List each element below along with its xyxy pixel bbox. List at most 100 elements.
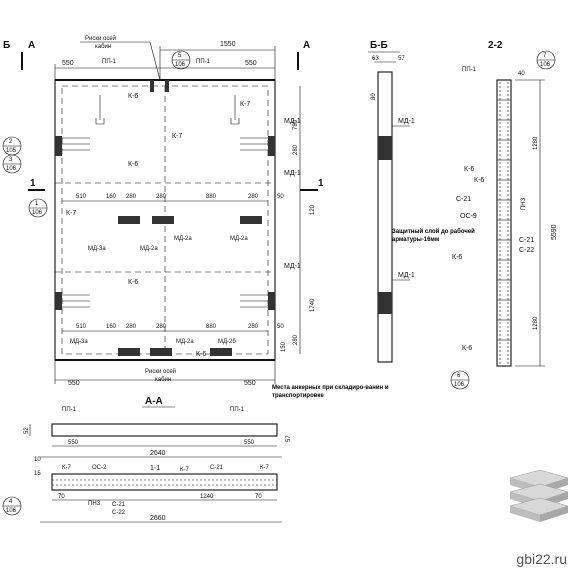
embed-left-bottom xyxy=(55,292,62,310)
svg-text:57: 57 xyxy=(286,435,292,442)
svg-text:280: 280 xyxy=(248,194,259,200)
svg-text:7: 7 xyxy=(543,53,547,59)
label-pp1-right: ПП-1 xyxy=(196,59,211,65)
svg-text:5590: 5590 xyxy=(551,224,558,240)
label-md2a-4: МД-2а xyxy=(176,339,194,345)
label-kabin: кабин xyxy=(95,44,111,50)
svg-text:1240: 1240 xyxy=(200,494,214,500)
dim-550-right: 550 xyxy=(245,60,257,67)
section-mark-b: Б xyxy=(3,40,10,51)
svg-text:160: 160 xyxy=(106,324,117,330)
svg-text:ПП-1: ПП-1 xyxy=(62,407,77,413)
svg-text:63: 63 xyxy=(372,56,379,62)
watermark-text: gbi22.ru xyxy=(516,551,567,567)
svg-text:106: 106 xyxy=(6,166,17,172)
label-k7-center: К-7 xyxy=(172,133,182,140)
section-aa-title: А-А xyxy=(145,396,163,407)
right-dims: 780 280 120 1740 280 150 xyxy=(281,119,316,352)
svg-text:510: 510 xyxy=(76,324,87,330)
svg-text:50: 50 xyxy=(277,194,284,200)
svg-text:6: 6 xyxy=(457,373,461,379)
svg-text:70: 70 xyxy=(255,494,262,500)
svg-text:780: 780 xyxy=(293,119,299,130)
svg-text:80: 80 xyxy=(371,93,377,100)
section-mark-1-right: 1 xyxy=(318,178,324,189)
svg-text:50: 50 xyxy=(277,324,284,330)
svg-text:ПНЗ: ПНЗ xyxy=(521,197,527,210)
svg-text:С-21: С-21 xyxy=(456,196,471,203)
callout-7-106: 7 106 xyxy=(536,50,556,70)
svg-text:280: 280 xyxy=(248,324,259,330)
svg-text:ПП-1: ПП-1 xyxy=(462,67,477,73)
svg-text:ОС-2: ОС-2 xyxy=(92,465,107,471)
svg-text:106: 106 xyxy=(454,382,465,388)
svg-text:4: 4 xyxy=(9,499,13,505)
svg-text:К-6: К-6 xyxy=(462,345,472,352)
svg-text:280: 280 xyxy=(126,194,137,200)
md2-plate-1 xyxy=(118,216,140,224)
svg-text:280: 280 xyxy=(126,324,137,330)
label-k6-top: К-6 xyxy=(128,93,138,100)
svg-text:2660: 2660 xyxy=(150,515,166,522)
section-mark-1-left: 1 xyxy=(30,178,36,189)
svg-text:К-7: К-7 xyxy=(180,467,189,473)
embed-right-top xyxy=(268,136,275,156)
svg-text:70: 70 xyxy=(58,494,65,500)
svg-text:106: 106 xyxy=(32,210,43,216)
label-pp1-left: ПП-1 xyxy=(102,59,117,65)
svg-text:1: 1 xyxy=(35,201,39,207)
svg-text:К-6: К-6 xyxy=(474,177,484,184)
section-11: 1-1 4 106 К-7 ОС-2 К-7 С-21 К-7 ПНЗ С-21… xyxy=(2,457,282,523)
dim-550-bottom-right: 550 xyxy=(244,380,256,387)
svg-text:С-22: С-22 xyxy=(112,510,126,516)
svg-text:280: 280 xyxy=(293,334,299,345)
svg-text:К-6: К-6 xyxy=(452,254,462,261)
section-bb-title: Б-Б xyxy=(370,40,388,51)
svg-text:550: 550 xyxy=(244,440,255,446)
callout-6-106: 6 106 xyxy=(450,370,470,390)
svg-text:К-7: К-7 xyxy=(260,465,269,471)
svg-text:160: 160 xyxy=(106,194,117,200)
label-md3a-1: МД-3а xyxy=(88,246,106,252)
label-bb-md1-top: МД-1 xyxy=(398,118,415,125)
section-mark-a-left: А xyxy=(28,40,35,51)
dim-550-bottom-left: 550 xyxy=(68,380,80,387)
svg-text:ОС-9: ОС-9 xyxy=(460,213,477,220)
md2-plate-4 xyxy=(118,348,140,356)
svg-text:510: 510 xyxy=(76,194,87,200)
dim-1550: 1550 xyxy=(220,41,236,48)
label-md1-low: МД-1 xyxy=(284,263,301,270)
svg-text:С-21: С-21 xyxy=(519,237,534,244)
callout-2-105: 2 105 xyxy=(2,136,22,156)
svg-text:К-7: К-7 xyxy=(62,465,71,471)
upper-row-dims: 510 160 280 280 880 280 50 xyxy=(76,194,284,200)
label-bb-md1-bottom: МД-1 xyxy=(398,272,415,279)
md2-plate-2 xyxy=(152,216,174,224)
svg-text:280: 280 xyxy=(156,194,167,200)
label-k7-right: К-7 xyxy=(240,101,250,108)
callout-4-106: 4 106 xyxy=(2,496,22,516)
embed-left-top xyxy=(55,136,62,156)
label-md2a-3: МД-2а xyxy=(230,236,248,242)
callout-5-106: 5 106 xyxy=(171,50,191,70)
svg-text:106: 106 xyxy=(175,62,186,68)
svg-text:С-22: С-22 xyxy=(519,247,534,254)
section-aa: А-А 52 57 ПП-1 ПП-1 550 550 2640 xyxy=(24,396,292,458)
svg-text:105: 105 xyxy=(6,148,17,154)
svg-text:57: 57 xyxy=(398,56,405,62)
svg-text:150: 150 xyxy=(281,341,287,352)
svg-text:2640: 2640 xyxy=(150,450,166,457)
md2-plate-3 xyxy=(240,216,262,224)
svg-text:К-6: К-6 xyxy=(464,166,474,173)
svg-text:5: 5 xyxy=(178,53,182,59)
svg-text:10: 10 xyxy=(34,457,41,463)
section-mark-a-right: А xyxy=(303,40,310,51)
callout-1-106: 1 106 xyxy=(28,198,48,218)
svg-text:280: 280 xyxy=(293,144,299,155)
label-k6-mid: К-6 xyxy=(128,161,138,168)
svg-text:550: 550 xyxy=(68,440,79,446)
dim-550-left: 550 xyxy=(62,60,74,67)
svg-text:1740: 1740 xyxy=(310,298,316,312)
lower-row-dims: 510 160 280 280 880 280 50 xyxy=(76,324,284,330)
